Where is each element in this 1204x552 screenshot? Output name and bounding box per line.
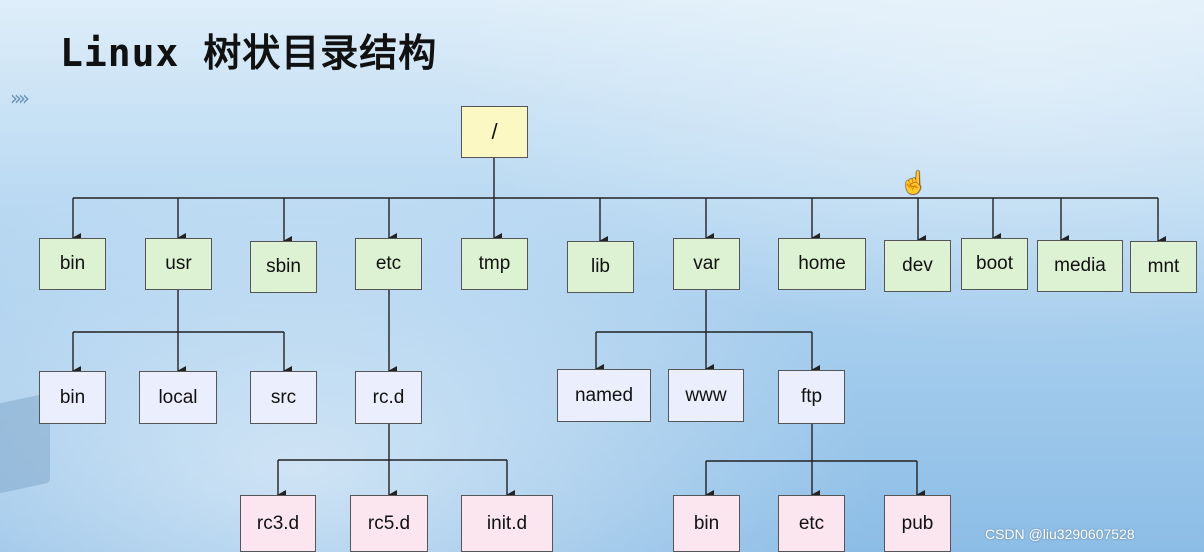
node-etc: etc (355, 238, 422, 290)
page-title: Linux 树状目录结构 (60, 31, 438, 75)
node-rc5d: rc5.d (350, 495, 428, 552)
hand-cursor-icon: ☝ (900, 170, 928, 195)
node-ftp-etc: etc (778, 495, 845, 552)
node-ftp-pub: pub (884, 495, 951, 552)
node-bin: bin (39, 238, 106, 290)
node-dev: dev (884, 240, 951, 292)
node-usr: usr (145, 238, 212, 290)
node-boot: boot (961, 238, 1028, 290)
node-mnt: mnt (1130, 241, 1197, 293)
node-lib: lib (567, 241, 634, 293)
node-usr-local: local (139, 371, 217, 424)
watermark: CSDN @liu3290607528 (985, 526, 1135, 542)
node-usr-src: src (250, 371, 317, 424)
node-www: www (668, 369, 744, 422)
node-ftp: ftp (778, 370, 845, 424)
node-home: home (778, 238, 866, 290)
node-var: var (673, 238, 740, 290)
node-media: media (1037, 240, 1123, 292)
chevron-decoration-icon: ›››› (10, 86, 30, 110)
node-sbin: sbin (250, 241, 317, 293)
node-ftp-bin: bin (673, 495, 740, 552)
node-initd: init.d (461, 495, 553, 552)
node-named: named (557, 369, 651, 422)
node-rc3d: rc3.d (240, 495, 316, 552)
node-rcd: rc.d (355, 371, 422, 424)
node-root: / (461, 106, 528, 158)
node-tmp: tmp (461, 238, 528, 290)
node-usr-bin: bin (39, 371, 106, 424)
